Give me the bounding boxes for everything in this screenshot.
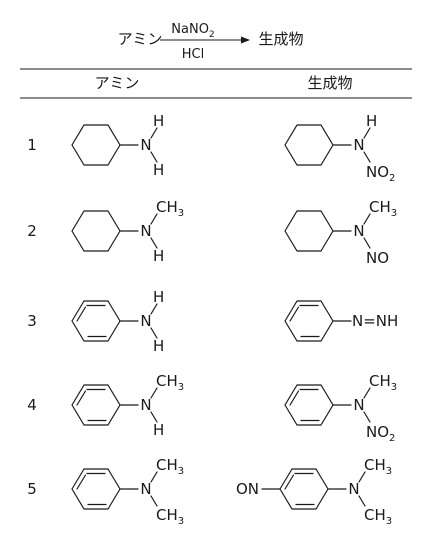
amine-structure: N H H [71, 112, 164, 179]
reaction-scheme: アミン NaNO2 HCl 生成物 [118, 22, 304, 62]
table-row: 5 N CH3 CH3 ON N [27, 456, 392, 527]
n-substituent-bottom: CH3 [364, 506, 392, 527]
n-substituent-top: H [153, 112, 164, 130]
product-structure: N CH3 NO [284, 198, 397, 267]
nitrogen-atom: N [140, 222, 151, 240]
product-structure: N CH3 NO2 [284, 372, 397, 444]
n-substituent-bottom: H [153, 247, 164, 265]
benzene-ring [279, 468, 329, 510]
row-number: 2 [27, 222, 37, 240]
cyclohexane-ring [71, 210, 121, 252]
n-substituent-top: H [153, 288, 164, 306]
n-substituent-bottom: NO2 [366, 163, 395, 184]
n-substituent-top: CH3 [156, 456, 184, 477]
table-row: 1 N H H N H NO2 [27, 112, 395, 184]
column-header-amine: アミン [95, 74, 140, 92]
cyclohexane-ring [284, 210, 334, 252]
benzene-ring [284, 384, 334, 426]
n-substituent-bottom: H [153, 421, 164, 439]
nitrogen-atom: N [348, 480, 359, 498]
amine-structure: N CH3 H [71, 198, 184, 265]
benzene-ring [71, 300, 121, 342]
n-substituent-top: CH3 [369, 372, 397, 393]
nitroso-group-label: ON [236, 480, 259, 498]
row-number: 4 [27, 396, 37, 414]
scheme-reagent-top: NaNO2 [171, 22, 214, 40]
nitrogen-atom: N [140, 396, 151, 414]
n-substituent-top: CH3 [364, 456, 392, 477]
table-row: 3 N H H N=NH [27, 288, 398, 355]
benzene-ring [71, 384, 121, 426]
reaction-arrow [160, 36, 250, 44]
scheme-reactant: アミン [118, 30, 163, 48]
scheme-reagent-bottom: HCl [182, 47, 204, 62]
amine-structure: N CH3 CH3 [71, 456, 184, 527]
cyclohexane-ring [284, 124, 334, 166]
nitrogen-atom: N [140, 480, 151, 498]
benzene-ring [284, 300, 334, 342]
n-substituent-top: CH3 [156, 372, 184, 393]
amine-structure: N H H [71, 288, 164, 355]
product-structure: N=NH [284, 300, 398, 342]
n-substituent-bottom: H [153, 337, 164, 355]
n-substituent-bottom: CH3 [156, 506, 184, 527]
scheme-product: 生成物 [258, 30, 303, 48]
cyclohexane-ring [71, 124, 121, 166]
nitrogen-atom: N [140, 136, 151, 154]
table-row: 4 N CH3 H N C [27, 372, 397, 444]
n-substituent-bottom: H [153, 161, 164, 179]
column-header-product: 生成物 [307, 74, 352, 92]
benzene-ring [71, 468, 121, 510]
nitrogen-atom: N [353, 396, 364, 414]
n-substituent-top: CH3 [369, 198, 397, 219]
nitrogen-atom: N [140, 312, 151, 330]
n-substituent-top: H [366, 112, 377, 130]
azo-group-label: N=NH [352, 312, 398, 330]
table-row: 2 N CH3 H N CH3 NO [27, 198, 397, 267]
nitrogen-atom: N [353, 222, 364, 240]
row-number: 1 [27, 136, 37, 154]
nitrogen-atom: N [353, 136, 364, 154]
n-substituent-bottom: NO2 [366, 423, 395, 444]
amine-structure: N CH3 H [71, 372, 184, 439]
product-structure: N H NO2 [284, 112, 395, 184]
row-number: 3 [27, 312, 37, 330]
product-structure: ON N CH3 CH3 [236, 456, 392, 527]
n-substituent-bottom: NO [366, 249, 389, 267]
row-number: 5 [27, 480, 37, 498]
n-substituent-top: CH3 [156, 198, 184, 219]
